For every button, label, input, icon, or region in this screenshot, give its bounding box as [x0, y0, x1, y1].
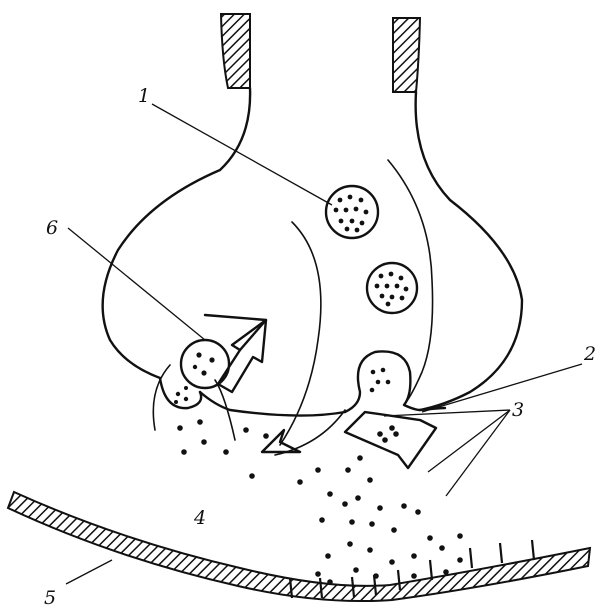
postsynaptic-membrane: [8, 492, 590, 601]
neurotransmitter-molecule: [369, 521, 375, 527]
label-2: 2: [583, 343, 596, 365]
neurotransmitter-molecule: [315, 571, 321, 577]
neurotransmitter-molecule: [263, 433, 269, 439]
neurotransmitter-molecule: [389, 559, 395, 565]
return-arc: [275, 410, 345, 455]
vesicle-content-dot: [395, 284, 400, 289]
label-6: 6: [46, 217, 58, 239]
neurotransmitter-molecule: [201, 439, 207, 445]
synaptic-vesicle-1: [326, 186, 378, 238]
receptor-notch: [470, 548, 472, 568]
neurotransmitter-molecule: [443, 569, 449, 575]
label-5: 5: [44, 587, 56, 609]
neurotransmitter-molecule: [297, 479, 303, 485]
receptor-notch: [532, 540, 534, 560]
vesicle-content-dot: [376, 380, 381, 385]
neurotransmitter-molecule: [353, 567, 359, 573]
vesicle-content-dot: [400, 296, 405, 301]
vesicle-content-dot: [350, 219, 355, 224]
neurotransmitter-molecule: [411, 553, 417, 559]
vesicle-content-dot: [380, 294, 385, 299]
neurotransmitter-molecule: [367, 477, 373, 483]
label-4: 4: [193, 507, 206, 529]
neurotransmitter-molecule: [355, 495, 361, 501]
vesicle-content-dot: [399, 276, 404, 281]
leader-3c: [446, 410, 510, 496]
vesicle-content-dot: [404, 287, 409, 292]
neurotransmitter-molecule: [223, 449, 229, 455]
recycling-vesicle: [181, 340, 229, 388]
receptor-notch: [430, 560, 432, 580]
neurotransmitter-molecule: [411, 573, 417, 579]
vesicle-content-dot: [389, 272, 394, 277]
vesicle-content-dot: [345, 227, 350, 232]
leader-2: [422, 364, 582, 412]
neurotransmitter-molecule: [327, 491, 333, 497]
neurotransmitter-molecules: [177, 419, 463, 585]
vesicle-content-dot: [354, 207, 359, 212]
neurotransmitter-molecule: [181, 449, 187, 455]
fusing-vesicle: [345, 351, 420, 412]
neurotransmitter-molecule: [439, 545, 445, 551]
vesicle-content-dot: [338, 198, 343, 203]
vesicle-content-dot: [371, 370, 376, 375]
neurotransmitter-molecule: [367, 547, 373, 553]
leader-5: [66, 560, 112, 584]
myelin-sheath: [221, 14, 420, 92]
neurotransmitter-molecule: [345, 467, 351, 473]
neurotransmitter-molecule: [457, 533, 463, 539]
neurotransmitter-molecule: [401, 503, 407, 509]
myelin-right: [393, 18, 420, 92]
presynaptic-membrane: [103, 88, 250, 378]
neurotransmitter-molecule: [377, 505, 383, 511]
vesicle-content-dot: [364, 210, 369, 215]
vesicle-content-dot: [390, 295, 395, 300]
vesicle-content-dot: [381, 368, 386, 373]
neurotransmitter-molecule: [393, 431, 399, 437]
neurotransmitter-molecule: [415, 509, 421, 515]
presynaptic-membrane-right: [416, 92, 522, 410]
neurotransmitter-molecule: [319, 517, 325, 523]
vesicle-content-dot: [386, 380, 391, 385]
neurotransmitter-molecule: [349, 519, 355, 525]
vesicle-content-dot: [348, 195, 353, 200]
vesicle-content-dot: [344, 208, 349, 213]
neurotransmitter-molecule: [325, 553, 331, 559]
leader-3b: [428, 410, 510, 472]
neurotransmitter-molecule: [357, 455, 363, 461]
myelin-left: [221, 14, 250, 88]
vesicle-content-dot: [339, 219, 344, 224]
neurotransmitter-molecule: [177, 425, 183, 431]
neurotransmitter-molecule: [382, 437, 388, 443]
neurotransmitter-molecule: [427, 535, 433, 541]
neurotransmitter-molecule: [389, 425, 395, 431]
vesicle-content-dot: [379, 274, 384, 279]
vesicle-content-dot: [360, 221, 365, 226]
vesicle-content-dot: [355, 228, 360, 233]
leader-6: [68, 228, 205, 340]
neurotransmitter-molecule: [315, 467, 321, 473]
neurotransmitter-molecule: [377, 431, 383, 437]
neurotransmitter-molecule: [243, 427, 249, 433]
vesicle-content-dot: [370, 388, 375, 393]
receptor-notch: [500, 543, 502, 563]
neurotransmitter-molecule: [342, 501, 348, 507]
vesicle-content-dot: [334, 208, 339, 213]
neurotransmitter-molecule: [249, 473, 255, 479]
leader-3a: [384, 410, 510, 416]
vesicle-content-dot: [385, 284, 390, 289]
neurotransmitter-molecule: [347, 541, 353, 547]
vesicle-content-dot: [386, 302, 391, 307]
neurotransmitter-molecule: [457, 557, 463, 563]
synaptic-vesicle-2: [367, 263, 417, 313]
neurotransmitter-molecule: [391, 527, 397, 533]
transport-arc: [280, 222, 321, 445]
vesicle-content-dot: [375, 284, 380, 289]
neurotransmitter-molecule: [197, 419, 203, 425]
label-3: 3: [512, 399, 524, 421]
label-1: 1: [138, 85, 150, 107]
vesicle-content-dot: [359, 198, 364, 203]
leader-1: [152, 104, 332, 205]
